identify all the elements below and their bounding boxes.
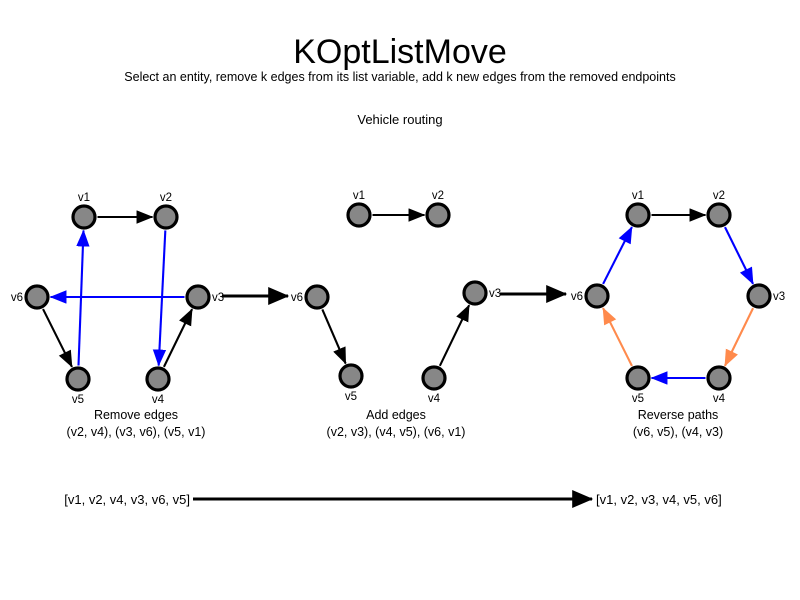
edge-v3-to-v4 [723,307,755,367]
node-v6[interactable]: v6 [11,284,50,310]
node-circle-v1[interactable] [625,202,651,228]
node-v3[interactable]: v3 [462,280,501,306]
edges-reverse [602,208,755,385]
node-circle-v5[interactable] [65,366,91,392]
node-circle-v3[interactable] [185,284,211,310]
caption-title-reverse: Reverse paths [638,408,719,422]
edge-v4-to-v3 [438,304,471,367]
node-label-v1: v1 [632,190,644,202]
node-circle-v3[interactable] [462,280,488,306]
node-v3[interactable]: v3 [746,283,785,309]
nodes-remove: v1 v2 v3 v4 v5 v6 [11,192,224,406]
node-v1[interactable]: v1 [346,190,372,228]
node-v4[interactable]: v4 [421,365,447,405]
nodes-add: v1 v2 v3 v4 v5 v6 [291,190,501,405]
node-v5[interactable]: v5 [625,365,651,405]
caption-detail-reverse: (v6, v5), (v4, v3) [633,425,723,439]
node-circle-v6[interactable] [304,284,330,310]
node-label-v4: v4 [428,393,441,405]
node-label-v5: v5 [632,393,644,405]
node-v6[interactable]: v6 [571,283,610,309]
nodes-reverse: v1 v2 v3 v4 v5 v6 [571,190,785,405]
node-v4[interactable]: v4 [145,366,171,406]
node-label-v2: v2 [160,192,172,204]
node-label-v4: v4 [713,393,726,405]
edges-add [321,208,471,367]
node-circle-v6[interactable] [24,284,50,310]
node-circle-v4[interactable] [421,365,447,391]
edge-v2-to-v3 [724,226,754,285]
caption-detail-add: (v2, v3), (v4, v5), (v6, v1) [327,425,466,439]
node-circle-v3[interactable] [746,283,772,309]
node-v5[interactable]: v5 [338,363,364,403]
node-label-v5: v5 [72,394,84,406]
node-circle-v2[interactable] [153,204,179,230]
node-circle-v4[interactable] [706,365,732,391]
caption-detail-remove: (v2, v4), (v3, v6), (v5, v1) [67,425,206,439]
node-circle-v4[interactable] [145,366,171,392]
edge-v6-to-v5 [321,308,347,365]
node-circle-v1[interactable] [346,202,372,228]
node-circle-v5[interactable] [338,363,364,389]
node-label-v2: v2 [432,190,444,202]
node-v5[interactable]: v5 [65,366,91,406]
edge-v5-to-v1 [76,229,90,366]
node-label-v6: v6 [11,292,23,304]
node-label-v1: v1 [353,190,365,202]
node-label-v2: v2 [713,190,725,202]
node-v4[interactable]: v4 [706,365,732,405]
connectors-layer [222,285,568,305]
list-before: [v1, v2, v4, v3, v6, v5] [64,492,190,507]
node-label-v3: v3 [773,291,785,303]
caption-title-add: Add edges [366,408,426,422]
section-label: Vehicle routing [357,112,442,127]
node-label-v6: v6 [291,292,303,304]
page-subtitle: Select an entity, remove k edges from it… [124,70,675,84]
edge-v4-to-v3 [162,308,194,368]
footer-layer: [v1, v2, v4, v3, v6, v5] [v1, v2, v3, v4… [64,490,722,508]
node-circle-v1[interactable] [71,204,97,230]
node-v1[interactable]: v1 [71,192,97,230]
node-v6[interactable]: v6 [291,284,330,310]
node-v2[interactable]: v2 [425,190,451,228]
list-after: [v1, v2, v3, v4, v5, v6] [596,492,722,507]
caption-title-remove: Remove edges [94,408,178,422]
node-v2[interactable]: v2 [706,190,732,228]
node-circle-v2[interactable] [425,202,451,228]
edges-remove [42,210,194,368]
node-circle-v2[interactable] [706,202,732,228]
node-label-v4: v4 [152,394,165,406]
node-label-v1: v1 [78,192,90,204]
node-circle-v5[interactable] [625,365,651,391]
edge-v6-to-v1 [602,226,633,285]
page-title: KOptListMove [293,33,507,71]
node-v2[interactable]: v2 [153,192,179,230]
node-circle-v6[interactable] [584,283,610,309]
node-v1[interactable]: v1 [625,190,651,228]
edge-v6-to-v5 [42,308,73,368]
node-label-v3: v3 [489,288,501,300]
node-v3[interactable]: v3 [185,284,224,310]
edge-v5-to-v6 [602,307,633,367]
node-label-v5: v5 [345,391,357,403]
node-label-v6: v6 [571,291,583,303]
node-label-v3: v3 [212,292,224,304]
